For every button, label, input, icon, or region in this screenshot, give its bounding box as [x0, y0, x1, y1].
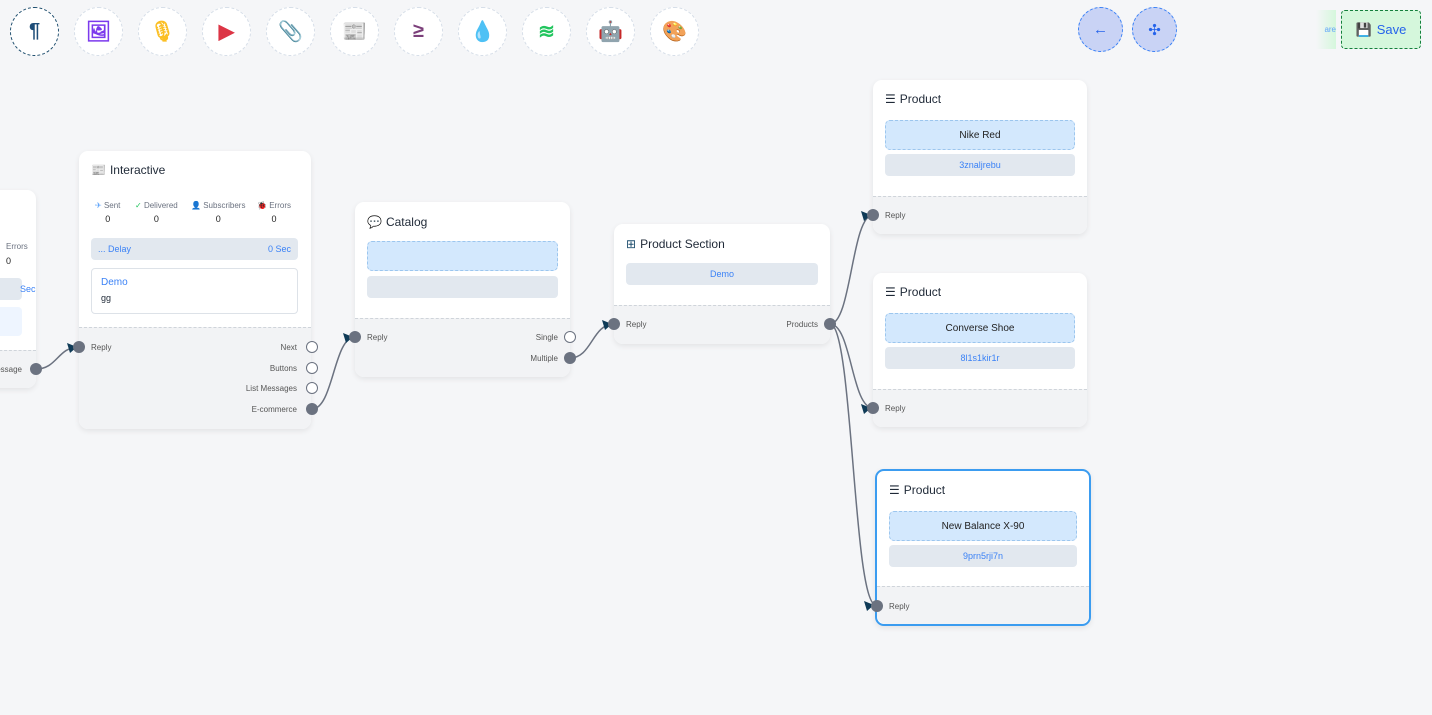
edge[interactable]	[829, 214, 874, 325]
tool-button-microphone[interactable]: 🎙	[138, 7, 187, 56]
node-product[interactable]: ☰Product Converse Shoe 8l1s1kir1r Reply	[867, 273, 1087, 427]
tool-button-newspaper[interactable]: 📰	[330, 7, 379, 56]
catalog-code	[367, 276, 558, 298]
input-handle[interactable]	[73, 341, 85, 353]
tool-button-paragraph[interactable]: ¶	[10, 7, 59, 56]
tool-button-greater-equal[interactable]: ≥	[394, 7, 443, 56]
node-catalog[interactable]: 💬Catalog Reply Single Multiple	[349, 202, 576, 377]
image-icon: 🖼	[85, 21, 112, 43]
stat-icon: 🐞	[257, 201, 267, 210]
catalog-placeholder	[367, 241, 558, 271]
greater-equal-icon: ≥	[413, 20, 424, 42]
paperclip-icon: 📎	[278, 21, 303, 43]
input-handle[interactable]	[608, 318, 620, 330]
edge[interactable]	[829, 323, 877, 606]
output-handle-multiple[interactable]	[564, 352, 576, 364]
youtube-icon: ▶	[218, 21, 235, 43]
stat-icon: ✈	[95, 201, 102, 210]
back-button[interactable]: ←	[1078, 7, 1123, 52]
node-product[interactable]: ☰Product Nike Red 3znaljrebu Reply	[867, 80, 1087, 234]
list-icon: ☰	[885, 285, 896, 299]
output-handle-single[interactable]	[564, 331, 576, 343]
ghost-button: are	[1316, 10, 1336, 49]
stat-icon: ✓	[135, 201, 142, 210]
comment-icon: 💬	[367, 215, 382, 229]
node-partial[interactable]: Errors 0 Sec essage	[0, 190, 42, 388]
section-value: Demo	[626, 263, 818, 285]
input-handle[interactable]	[867, 402, 879, 414]
output-handle[interactable]	[306, 361, 318, 374]
droplet-icon: 💧	[470, 21, 495, 43]
stack-overflow-icon: ≋	[538, 21, 555, 43]
tool-button-stack-overflow[interactable]: ≋	[522, 7, 571, 56]
output-handle-products[interactable]	[824, 318, 836, 330]
tool-button-youtube[interactable]: ▶	[202, 7, 251, 56]
arrow-left-icon: ←	[1093, 21, 1108, 38]
output-handle[interactable]	[306, 341, 318, 353]
microphone-icon: 🎙	[149, 21, 176, 43]
product-code: 8l1s1kir1r	[885, 347, 1075, 369]
tool-button-robot[interactable]: 🤖	[586, 7, 635, 56]
robot-icon: 🤖	[598, 21, 623, 43]
list-icon: ☰	[889, 483, 900, 497]
tool-button-palette[interactable]: 🎨	[650, 7, 699, 56]
edge[interactable]	[35, 346, 80, 370]
edge[interactable]	[311, 336, 356, 410]
product-name: Converse Shoe	[885, 313, 1075, 343]
product-name: New Balance X-90	[889, 511, 1077, 541]
palette-icon: 🎨	[662, 21, 687, 43]
product-code: 9prn5rji7n	[889, 545, 1077, 567]
tool-button-paperclip[interactable]: 📎	[266, 7, 315, 56]
stat-icon: 👤	[191, 201, 201, 210]
input-handle[interactable]	[349, 331, 361, 343]
input-handle[interactable]	[867, 209, 879, 221]
fit-view-button[interactable]: ✣	[1132, 7, 1177, 52]
table-icon: ⊞	[626, 237, 637, 251]
node-product[interactable]: ☰Product New Balance X-90 9prn5rji7n Rep…	[871, 469, 1091, 626]
paragraph-icon: ¶	[28, 20, 41, 42]
message-card[interactable]: Demo gg	[91, 268, 298, 314]
product-name: Nike Red	[885, 120, 1075, 150]
message-box	[0, 307, 22, 336]
delay-box: Sec	[0, 278, 36, 300]
output-handle[interactable]	[30, 363, 42, 375]
node-product-section[interactable]: ⊞Product Section Demo Reply Products	[608, 224, 836, 344]
product-code: 3znaljrebu	[885, 154, 1075, 176]
newspaper-icon: 📰	[91, 163, 106, 177]
newspaper-icon: 📰	[342, 21, 367, 43]
save-button[interactable]: 💾Save	[1341, 10, 1421, 49]
list-icon: ☰	[885, 92, 896, 106]
compress-icon: ✣	[1148, 21, 1161, 39]
output-handle[interactable]	[306, 402, 318, 415]
input-handle[interactable]	[871, 600, 883, 612]
edge[interactable]	[829, 323, 874, 409]
output-handle[interactable]	[306, 382, 318, 394]
tool-button-droplet[interactable]: 💧	[458, 7, 507, 56]
floppy-disk-icon: 💾	[1355, 21, 1372, 37]
edge[interactable]	[569, 323, 615, 359]
tool-button-image[interactable]: 🖼	[74, 7, 123, 56]
